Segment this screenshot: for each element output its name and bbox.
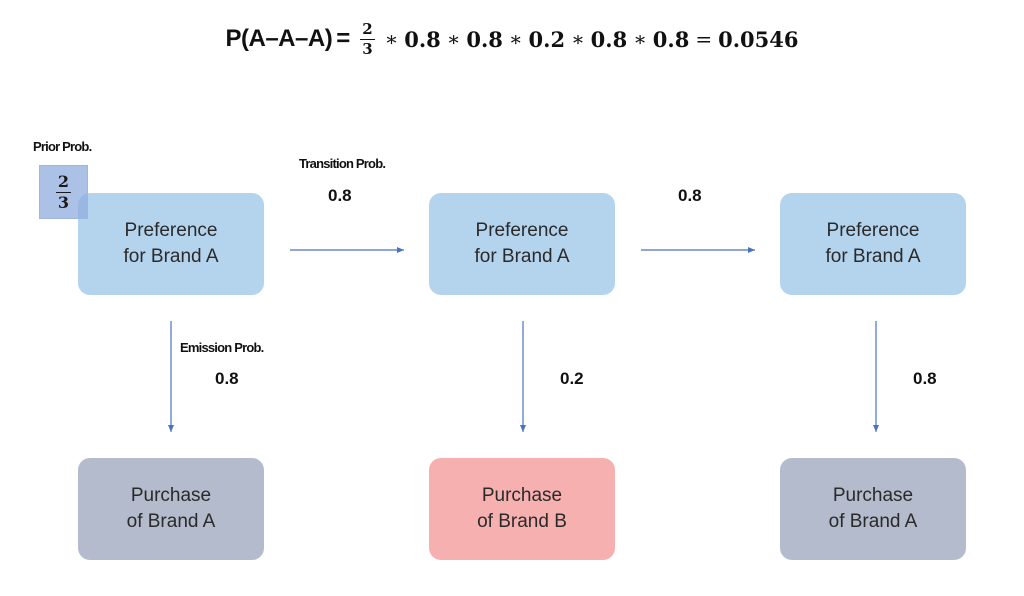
observation-box-line1: Purchase (832, 485, 914, 506)
emission-prob-2: 0.2 (560, 369, 584, 388)
state-box-line1: Preference (475, 220, 569, 241)
prior-numerator: 2 (55, 171, 72, 193)
observation-box-line1: Purchase (481, 485, 563, 506)
formula-factor: 0.2 (528, 26, 566, 52)
emission-prob-1: 0.8 (215, 369, 239, 388)
state-box-line2: for Brand A (825, 246, 921, 267)
state-box-3: Preference for Brand A (780, 193, 966, 295)
formula-factor: 0.8 (404, 26, 441, 52)
formula-prior-denominator: 3 (362, 39, 373, 58)
prior-prob-label: Prior Prob. (33, 139, 92, 154)
formula-lhs: P(A–A–A) (225, 25, 333, 52)
formula-prior-numerator: 2 (360, 19, 375, 40)
formula-prior-fraction: 2 3 (360, 19, 375, 58)
formula-operator: ∗ (633, 27, 647, 51)
state-box-line1: Preference (826, 220, 920, 241)
formula-result: 0.0546 (718, 26, 799, 52)
observation-box-line1: Purchase (130, 485, 212, 506)
formula-factor: 0.8 (590, 26, 628, 52)
observation-box-line2: of Brand B (477, 511, 567, 532)
observation-box-3: Purchase of Brand A (780, 458, 966, 560)
prior-fraction: 2 3 (55, 171, 72, 212)
transition-prob-1: 0.8 (328, 186, 352, 205)
formula-factor: 0.8 (652, 26, 690, 52)
formula-operator: ∗ (571, 27, 585, 51)
formula-operator: ∗ (446, 27, 461, 51)
state-box-line2: for Brand A (474, 246, 570, 267)
state-box-line1: Preference (124, 220, 218, 241)
observation-box-line2: of Brand A (828, 511, 918, 532)
observation-box-2: Purchase of Brand B (429, 458, 615, 560)
formula: P(A–A–A) = 2 3 ∗ 0.8 ∗ 0.8 ∗ 0.2 ∗ 0.8 ∗… (0, 14, 1024, 64)
transition-prob-2: 0.8 (678, 186, 702, 205)
transition-prob-label: Transition Prob. (299, 156, 386, 171)
formula-result-equals: = (695, 27, 713, 51)
prior-prob-box: 2 3 (39, 165, 88, 219)
formula-operator: ∗ (384, 27, 399, 51)
observation-box-1: Purchase of Brand A (78, 458, 264, 560)
formula-operator: ∗ (508, 27, 523, 51)
emission-prob-label: Emission Prob. (180, 340, 264, 355)
formula-factor: 0.8 (466, 26, 503, 52)
observation-box-line2: of Brand A (126, 511, 216, 532)
formula-equals: = (336, 25, 351, 52)
prior-denominator: 3 (57, 192, 70, 212)
state-box-line2: for Brand A (123, 246, 219, 267)
state-box-1: Preference for Brand A (78, 193, 264, 295)
state-box-2: Preference for Brand A (429, 193, 615, 295)
emission-prob-3: 0.8 (913, 369, 937, 388)
